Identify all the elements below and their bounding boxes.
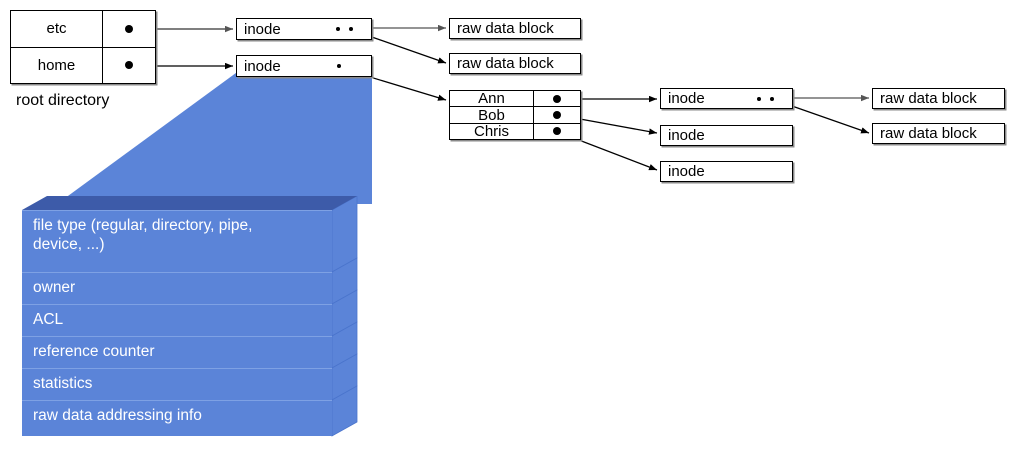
home-directory-table[interactable]: Ann Bob Chris [449,90,581,140]
pointer-dot-icon [337,64,341,68]
root-directory-caption: root directory [16,92,110,109]
raw-data-block[interactable]: raw data block [872,88,1005,109]
raw-data-block-label: raw data block [880,90,977,107]
inode-field-line: raw data addressing info [33,407,202,424]
raw-data-block[interactable]: raw data block [872,123,1005,144]
inode-field-owner: owner [22,272,332,304]
root-entry-pointer [103,48,155,84]
table-row[interactable]: Bob [450,107,580,124]
inode-detail-3d-sides [22,196,358,437]
raw-data-block[interactable]: raw data block [449,53,581,74]
home-entry-name: Chris [450,123,534,140]
inode-box-chris[interactable]: inode [660,161,793,182]
inode-box-etc[interactable]: inode [236,18,372,40]
inode-field-line: statistics [33,375,93,392]
root-entry-pointer [103,11,155,47]
pointer-dot-icon [553,94,561,103]
inode-field-line: file type (regular, directory, pipe, [33,217,253,234]
pointer-dot-icon [553,127,561,136]
raw-data-block-label: raw data block [457,20,554,37]
pointer-dot-icon [553,110,561,119]
raw-data-block-label: raw data block [880,125,977,142]
inode-label: inode [668,90,705,107]
inode-label: inode [244,57,281,75]
root-directory-table[interactable]: etc home [10,10,156,84]
home-entry-pointer [534,124,580,139]
inode-field-file-type: file type (regular, directory, pipe, dev… [22,210,332,272]
pointer-dot-icon [349,27,353,31]
home-entry-name: Bob [450,107,534,124]
inode-box-home[interactable]: inode [236,55,372,77]
pointer-dot-icon [336,27,340,31]
inode-box-ann[interactable]: inode [660,88,793,109]
pointer-dot-icon [757,96,761,101]
inode-field-line: reference counter [33,343,155,360]
table-row[interactable]: etc [11,11,155,48]
root-entry-name: etc [11,11,103,47]
home-entry-pointer [534,107,580,122]
table-row[interactable]: Chris [450,123,580,140]
inode-field-reference-counter: reference counter [22,336,332,368]
pointer-dot-icon [770,96,774,101]
inode-detail-stack: file type (regular, directory, pipe, dev… [22,196,362,454]
inode-pointer-dots [336,19,353,39]
inode-field-line: ACL [33,311,64,328]
inode-pointer-dots [757,89,774,108]
home-entry-name: Ann [450,90,534,107]
raw-data-block-label: raw data block [457,55,554,72]
inode-field-line: device, ...) [33,236,105,254]
home-entry-pointer [534,91,580,106]
inode-label: inode [668,127,705,144]
inode-field-acl: ACL [22,304,332,336]
magnification-cone [57,70,372,204]
inode-field-line: owner [33,279,76,296]
inode-field-statistics: statistics [22,368,332,400]
raw-data-block[interactable]: raw data block [449,18,581,39]
pointer-dot-icon [125,61,133,70]
root-entry-name: home [11,47,103,83]
table-row[interactable]: home [11,47,155,84]
inode-pointer-dots [337,56,341,76]
inode-label: inode [244,20,281,38]
table-row[interactable]: Ann [450,90,580,108]
inode-field-raw-data-addressing-info: raw data addressing info [22,400,332,436]
inode-box-bob[interactable]: inode [660,125,793,146]
pointer-dot-icon [125,24,133,33]
inode-label: inode [668,163,705,180]
